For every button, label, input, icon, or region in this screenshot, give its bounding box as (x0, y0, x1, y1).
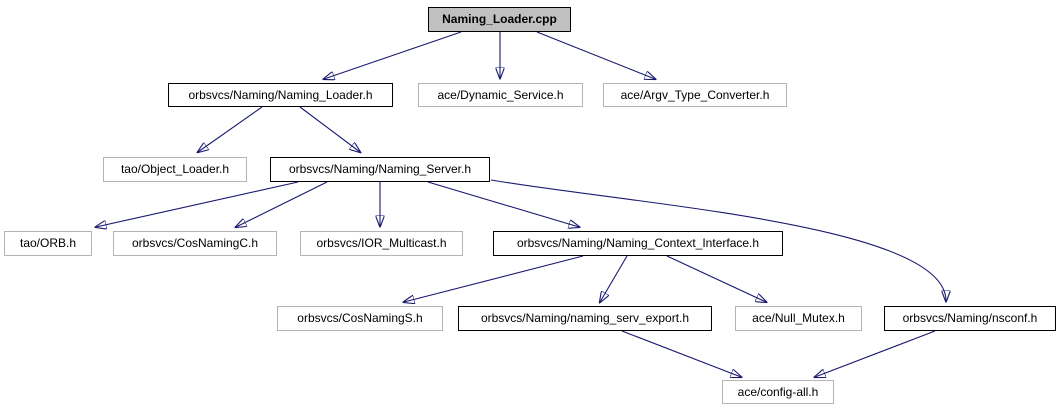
edge-naming-loader-cpp-to-argv-type-converter-h (536, 31, 655, 79)
edge-naming-loader-h-to-object-loader-h (198, 106, 263, 152)
edge-naming-context-interface-h-to-cosnamings-h (404, 255, 584, 302)
node-naming-serv-export-h[interactable]: orbsvcs/Naming/naming_serv_export.h (458, 306, 712, 331)
node-orb-h: tao/ORB.h (4, 231, 92, 256)
node-nsconf-h[interactable]: orbsvcs/Naming/nsconf.h (884, 306, 1056, 331)
node-naming-server-h[interactable]: orbsvcs/Naming/Naming_Server.h (270, 157, 490, 182)
edge-naming-server-h-to-naming-context-interface-h (427, 181, 579, 227)
edge-naming-loader-h-to-naming-server-h (299, 106, 360, 152)
node-config-all-h: ace/config-all.h (722, 380, 834, 404)
edge-naming-server-h-to-cosnamingc-h (236, 181, 328, 227)
edge-naming-serv-export-h-to-config-all-h (621, 330, 741, 377)
node-ior-multicast-h: orbsvcs/IOR_Multicast.h (300, 231, 463, 256)
edge-naming-loader-cpp-to-naming-loader-h (324, 31, 462, 79)
node-naming-context-interface-h[interactable]: orbsvcs/Naming/Naming_Context_Interface.… (493, 231, 783, 256)
edge-nsconf-h-to-config-all-h (815, 330, 936, 377)
node-naming-loader-h[interactable]: orbsvcs/Naming/Naming_Loader.h (168, 83, 393, 107)
node-naming-loader-cpp: Naming_Loader.cpp (428, 7, 571, 32)
edge-naming-context-interface-h-to-naming-serv-export-h (600, 255, 628, 302)
node-null-mutex-h: ace/Null_Mutex.h (735, 306, 862, 331)
node-cosnamingc-h: orbsvcs/CosNamingC.h (113, 231, 277, 256)
node-object-loader-h: tao/Object_Loader.h (103, 157, 247, 182)
edge-naming-context-interface-h-to-null-mutex-h (666, 255, 766, 302)
edge-naming-server-h-to-orb-h (96, 181, 299, 227)
node-argv-type-converter-h: ace/Argv_Type_Converter.h (603, 83, 787, 107)
node-cosnamings-h: orbsvcs/CosNamingS.h (277, 306, 443, 331)
node-dynamic-service-h: ace/Dynamic_Service.h (418, 83, 583, 107)
